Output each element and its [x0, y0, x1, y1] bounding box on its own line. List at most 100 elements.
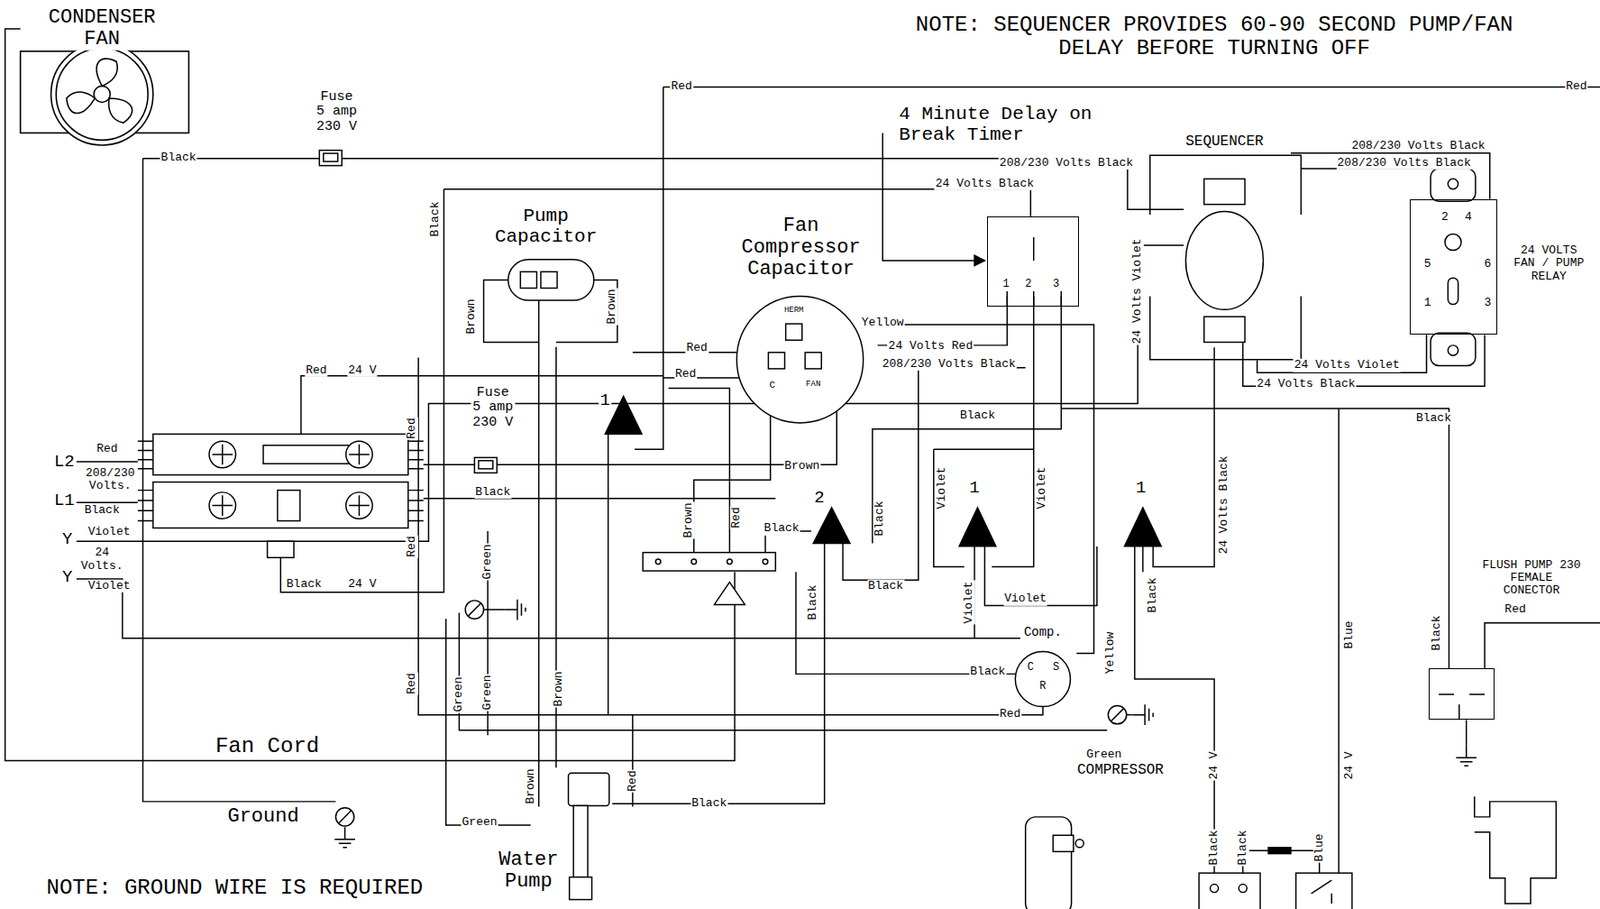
- wire-label: Red: [95, 442, 119, 456]
- callout-number: 1: [1134, 478, 1147, 498]
- wire-label: 24 V: [347, 364, 377, 377]
- wire-label: Violet: [1035, 466, 1049, 511]
- capacitor-symbol: [540, 271, 558, 288]
- capacitor-symbol: [508, 259, 864, 423]
- wire-label: Red: [998, 707, 1022, 721]
- wire-label: Brown: [523, 767, 537, 805]
- terminal-block: [263, 445, 349, 464]
- bottom-connectors: [1268, 847, 1291, 854]
- wiring: [1134, 546, 1215, 878]
- terminal-block: [137, 440, 424, 521]
- wire-connector: [870, 324, 1095, 654]
- wire-label: 24 V: [1342, 749, 1355, 780]
- compressor-terminal: Comp.CSR: [1010, 622, 1078, 709]
- wiring: [142, 158, 336, 802]
- wire-label: Black: [474, 484, 512, 498]
- pin-label: C: [768, 379, 778, 391]
- wire-label: Black: [1146, 576, 1160, 613]
- wire-label: 208/230 Volts Black: [1350, 139, 1486, 153]
- wire-label: Fuse 5 amp 230 V: [470, 385, 515, 431]
- node-heading: SEQUENCER: [1184, 135, 1264, 152]
- pin-label: 5: [1423, 257, 1433, 271]
- relay-symbol: [1447, 345, 1458, 356]
- relay-box: 24561324 VOLTS FAN / PUMP RELAY: [1409, 199, 1497, 336]
- terminal-block: [211, 444, 369, 516]
- wire-label: Yellow: [860, 316, 906, 330]
- wiring: [1337, 408, 1339, 878]
- callout-number: 2: [813, 488, 825, 508]
- bottom-connectors: [1198, 872, 1261, 909]
- fuse: [319, 150, 342, 166]
- wire-label: Green: [461, 815, 499, 829]
- wire-label: Fuse 5 amp 230 V: [314, 90, 359, 136]
- pin-label: 2: [1024, 278, 1033, 291]
- timer-box: 123: [987, 216, 1079, 307]
- capacitor-unit: Pump Capacitor: [479, 203, 613, 347]
- annotation-text: Ground: [226, 805, 300, 828]
- wire-label: 208/230 Volts Black: [1336, 156, 1472, 170]
- wire-label: Black: [160, 151, 198, 165]
- wire-label: Brown: [783, 459, 821, 473]
- wire-label: Violet: [87, 525, 132, 539]
- wire-label: Black: [873, 500, 887, 538]
- wire-label: Black: [83, 503, 121, 517]
- switch-symbol: [1124, 507, 1162, 547]
- capacitor-symbol: [768, 352, 785, 369]
- wire-label: Red: [730, 505, 743, 529]
- wire-label: Violet: [87, 579, 132, 593]
- fuse: [323, 153, 339, 162]
- annotation-text: L1: [53, 490, 76, 510]
- pin-label: 2: [1440, 210, 1450, 224]
- pin-label: 24 VOLTS FAN / PUMP RELAY: [1511, 243, 1586, 283]
- ground-symbol: [1133, 704, 1154, 725]
- wiring: [634, 86, 664, 449]
- bottom-connectors: [1238, 884, 1247, 893]
- pin-label: 1: [1001, 278, 1010, 291]
- wire-label: 24 V: [1207, 749, 1221, 780]
- wiring: [1006, 237, 1061, 307]
- ground-symbol: [334, 599, 1477, 848]
- annotation-text: L2: [53, 451, 76, 471]
- water-pump-symbol: [573, 804, 588, 877]
- condenser-fan: [64, 84, 99, 117]
- capacitor-symbol: [736, 296, 863, 423]
- wire-label: Black: [1236, 828, 1250, 866]
- wire-label: Violet: [935, 466, 949, 511]
- pin-label: 6: [1482, 257, 1492, 271]
- pin-label: HERM: [783, 306, 805, 316]
- wiring: [418, 356, 1043, 714]
- sequencer-symbol: [1150, 155, 1302, 359]
- switch-symbol: [642, 552, 776, 571]
- pin-label: S: [1051, 662, 1061, 675]
- relay-symbol: [1447, 178, 1458, 189]
- wire-label: Yellow: [1103, 630, 1116, 676]
- wire-label: Brown: [682, 502, 695, 540]
- wiring: [538, 300, 540, 806]
- compressor-symbol: [1014, 650, 1084, 909]
- wiring: [872, 296, 1061, 544]
- condenser-fan: [55, 47, 148, 140]
- sequencer-symbol: [1150, 155, 1302, 359]
- wiring: [1484, 622, 1600, 669]
- wire-label: 24 V: [347, 576, 377, 590]
- annotation-text: Y: [61, 529, 74, 549]
- wire-label: Violet: [962, 579, 976, 624]
- wiring: [76, 245, 1184, 541]
- wire-label: Red: [405, 672, 419, 695]
- fuse: [478, 460, 494, 469]
- wire-label: Black: [285, 576, 323, 590]
- wire-label: Red: [674, 367, 697, 381]
- relay-symbol: [1447, 277, 1458, 304]
- terminal-block: [153, 482, 409, 529]
- wire-label: 24 Volts.: [79, 546, 126, 573]
- capacitor-symbol: [804, 352, 822, 369]
- wire-label: 24 Volts Red: [887, 339, 975, 353]
- compressor-symbol: [1025, 816, 1072, 909]
- relay-symbol: [1444, 233, 1462, 250]
- wire-label: 208/230 Volts.: [83, 466, 138, 494]
- node-heading: Comp.: [1023, 625, 1063, 640]
- wire-label: Black: [429, 201, 442, 238]
- annotation-text: 4 Minute Delay on Break Timer: [897, 103, 1095, 146]
- wire-label: 24 Volts Black: [1217, 455, 1231, 556]
- wire-label: Blue: [1313, 832, 1326, 862]
